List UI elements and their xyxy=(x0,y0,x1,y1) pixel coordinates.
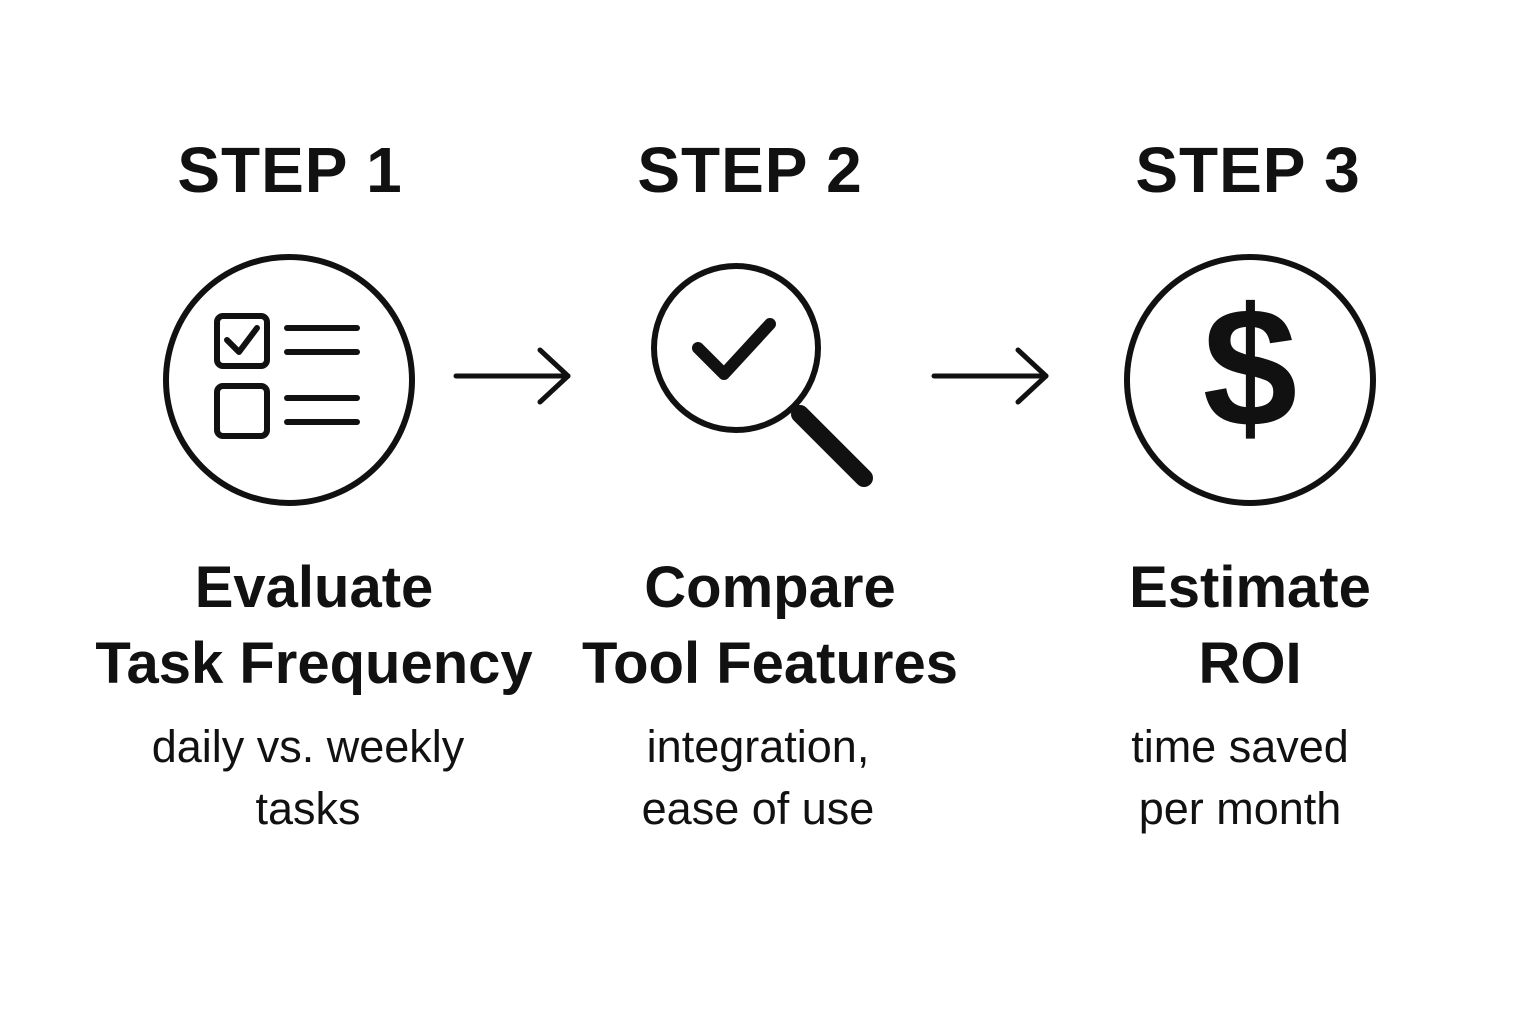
step-1-heading: STEP 1 xyxy=(177,134,403,206)
arrow-right-icon xyxy=(930,346,1054,406)
step-2-detail-line-2: ease of use xyxy=(641,783,875,834)
step-3-title-line-1: Estimate xyxy=(1129,555,1371,620)
step-1-detail-line-1: daily vs. weekly xyxy=(151,721,465,772)
step-1-title-line-1: Evaluate xyxy=(194,555,434,620)
step-2-heading: STEP 2 xyxy=(637,134,863,206)
step-2-title: Compare Tool Features xyxy=(510,550,1030,702)
step-2-title-line-2: Tool Features xyxy=(582,631,958,696)
step-3-title: Estimate ROI xyxy=(990,550,1510,702)
step-1-detail-line-2: tasks xyxy=(255,783,361,834)
step-3-title-line-2: ROI xyxy=(1198,631,1302,696)
svg-text:$: $ xyxy=(1203,273,1298,463)
step-1-detail: daily vs. weekly tasks xyxy=(78,716,538,840)
step-3-detail-line-2: per month xyxy=(1138,783,1342,834)
step-2-detail: integration, ease of use xyxy=(528,716,988,840)
step-2-title-line-1: Compare xyxy=(644,555,896,620)
step-1-title: Evaluate Task Frequency xyxy=(54,550,574,702)
magnifier-check-icon xyxy=(628,248,892,512)
step-3-heading: STEP 3 xyxy=(1135,134,1361,206)
arrow-right-icon xyxy=(452,346,576,406)
checklist-icon xyxy=(157,248,421,512)
step-2-detail-line-1: integration, xyxy=(646,721,870,772)
step-3-detail: time saved per month xyxy=(1010,716,1470,840)
step-3-detail-line-1: time saved xyxy=(1131,721,1349,772)
step-1-title-line-2: Task Frequency xyxy=(95,631,533,696)
dollar-icon: $ xyxy=(1118,248,1382,512)
